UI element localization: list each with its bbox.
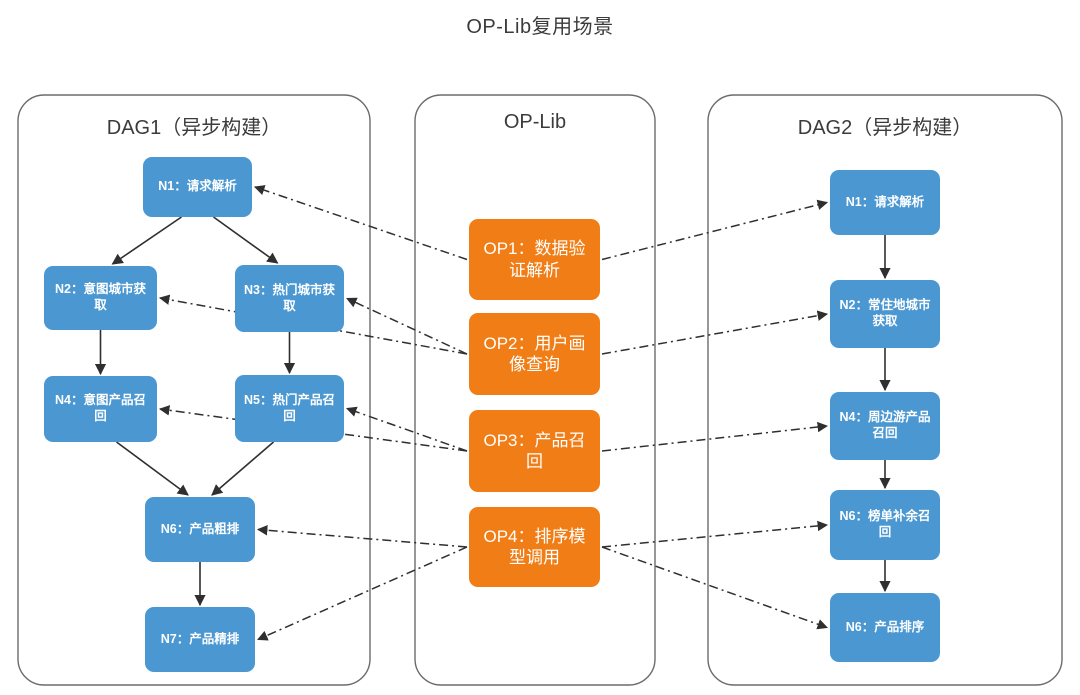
node-label-d1n6: N6：产品粗排 [160,521,240,536]
node-op3[interactable]: OP3：产品召回 [469,410,600,492]
node-d1n5[interactable]: N5：热门产品召回 [235,375,344,442]
dag1-edge-1 [213,216,279,264]
reuse-edge-3 [346,297,468,355]
node-label-d1n4: N4：意图产品召回 [55,393,146,423]
node-label-op3: OP3：产品召回 [483,430,586,471]
panel-title-dag2: DAG2（异步构建） [797,117,973,139]
node-d2n2[interactable]: N2：常住地城市获取 [830,280,940,348]
node-d2n1[interactable]: N1：请求解析 [830,170,940,235]
panel-dag1 [17,94,371,686]
node-op1[interactable]: OP1：数据验证解析 [469,219,600,300]
node-label-op2: OP2：用户画像查询 [483,333,586,374]
node-d1n6[interactable]: N6：产品粗排 [145,497,255,562]
page-title: OP-Lib复用场景 [466,16,614,38]
node-label-d1n3: N3：热门城市获取 [244,282,335,313]
node-d2n6b[interactable]: N6：产品排序 [830,593,940,662]
node-label-d2n6b: N6：产品排序 [845,619,925,634]
node-d1n1[interactable]: N1：请求解析 [143,157,252,217]
node-label-d2n6a: N6：榜单补余召回 [839,509,931,539]
reuse-edge-1 [601,199,829,261]
node-d1n7[interactable]: N7：产品精排 [145,607,255,672]
node-label-d1n1: N1：请求解析 [158,179,237,194]
node-d1n4[interactable]: N4：意图产品召回 [44,376,157,442]
node-label-d2n1: N1：请求解析 [845,194,925,209]
panel-title-oplib: OP-Lib [503,111,567,133]
node-label-d1n5: N5：热门产品召回 [244,392,335,423]
node-d2n6a[interactable]: N6：榜单补余召回 [830,490,940,560]
node-op2[interactable]: OP2：用户画像查询 [469,313,600,395]
dag1-edge-4 [116,441,189,496]
reuse-edge-8 [256,525,468,548]
reuse-edge-11 [601,546,828,630]
dag-flow-edges [94,216,891,607]
dag1-edge-0 [111,216,182,265]
node-label-d2n2: N2：常住地城市获取 [839,298,931,328]
node-label-d1n2: N2：意图城市获取 [55,282,146,312]
node-label-op1: OP1：数据验证解析 [483,239,586,280]
dag1-edge-5 [211,441,275,496]
reuse-edge-6 [346,406,468,452]
node-d1n3[interactable]: N3：热门城市获取 [235,265,344,332]
reuse-edge-9 [257,546,468,641]
node-label-d2n4: N4：周边游产品召回 [839,410,931,440]
node-label-d1n7: N7：产品精排 [160,631,240,646]
node-d1n2[interactable]: N2：意图城市获取 [44,266,157,330]
node-d2n4[interactable]: N4：周边游产品召回 [830,392,940,460]
node-op4[interactable]: OP4：排序模型调用 [469,507,600,587]
panel-title-dag1: DAG1（异步构建） [106,117,282,139]
reuse-edge-4 [601,310,829,355]
node-label-op4: OP4：排序模型调用 [483,526,586,567]
